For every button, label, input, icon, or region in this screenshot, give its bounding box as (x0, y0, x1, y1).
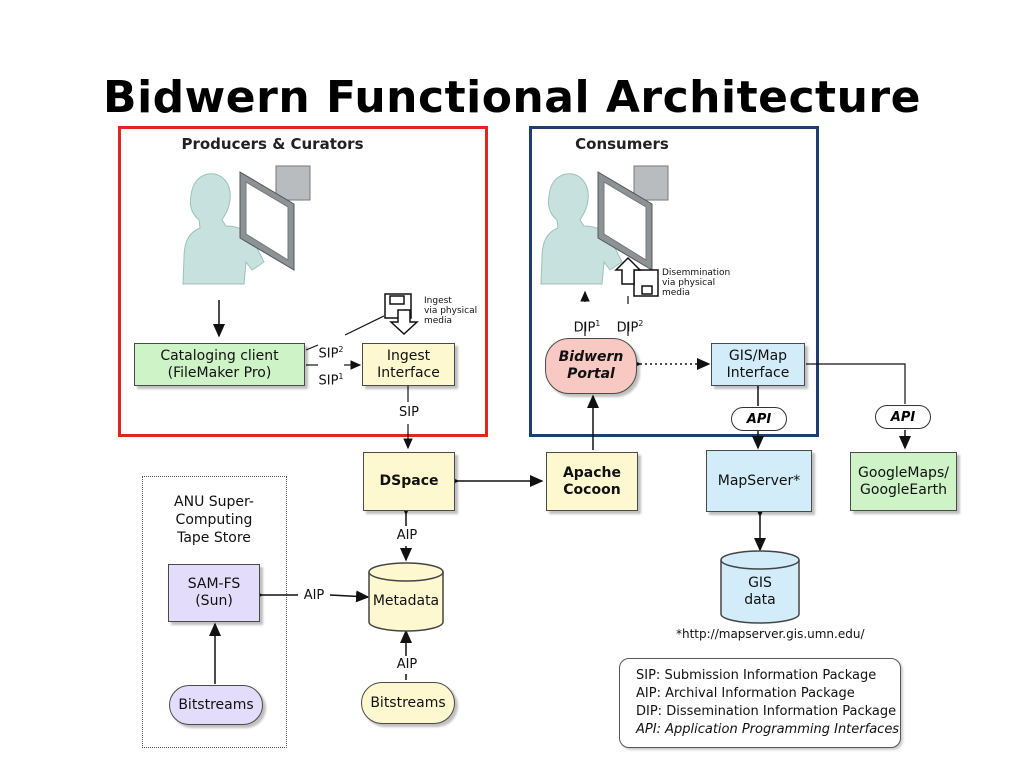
metadata-label: Metadata (372, 593, 440, 609)
consumer-monitor-icon (597, 165, 669, 271)
ingest-interface-node: Ingest Interface (362, 343, 455, 386)
dip1-label: DIP1 (571, 304, 603, 335)
sip1-text: SIP (318, 373, 339, 389)
dip1-superscript: 1 (595, 319, 601, 328)
api-google-badge: API (875, 405, 931, 429)
floppy-upload-icon (614, 256, 659, 297)
sip1-label: SIP1 (317, 357, 345, 388)
legend-line-api: API: Application Programming Interfaces (636, 722, 900, 737)
gis-data-label: GIS data (744, 575, 776, 608)
googlemaps-node: GoogleMaps/ GoogleEarth (850, 452, 957, 511)
page-title: Bidwern Functional Architecture (103, 72, 921, 123)
metadata-cylinder-shape (368, 562, 444, 632)
consumer-person-icon (540, 173, 623, 285)
api-consumers-badge: API (731, 407, 787, 431)
aip-samfs-label: AIP (303, 588, 325, 603)
dspace-node: DSpace (363, 452, 455, 511)
dip2-superscript: 2 (638, 319, 644, 328)
ingest-physical-media-label: Ingest via physical media (424, 296, 478, 326)
sip-label: SIP (399, 405, 419, 420)
producers-heading: Producers & Curators (181, 135, 364, 153)
apache-cocoon-node: Apache Cocoon (546, 452, 638, 511)
legend-line-dip: DIP: Dissemination Information Package (636, 704, 897, 719)
floppy-download-icon (384, 293, 419, 336)
mapserver-node: MapServer* (706, 450, 812, 512)
sip2-superscript: 2 (338, 345, 344, 354)
gis-map-interface-node: GIS/Map Interface (711, 343, 805, 386)
dip1-text: DIP (573, 320, 596, 336)
legend-line-sip: SIP: Submission Information Package (636, 668, 877, 683)
acronym-legend: SIP: Submission Information Package AIP:… (619, 658, 901, 748)
producer-person-icon (182, 173, 265, 285)
producers-region (118, 126, 488, 437)
consumers-region (529, 126, 819, 437)
consumers-heading: Consumers (575, 135, 669, 153)
legend-line-aip: AIP: Archival Information Package (636, 686, 855, 701)
sip1-superscript: 1 (338, 372, 344, 381)
cataloging-client-node: Cataloging client (FileMaker Pro) (134, 343, 305, 386)
dissemination-physical-media-label: Disemmination via physical media (662, 268, 731, 298)
gis-data-cylinder-shape (720, 550, 800, 624)
aip-bitstreams-label: AIP (396, 657, 418, 672)
anu-region (142, 476, 287, 748)
mapserver-footnote: *http://mapserver.gis.umn.edu/ (676, 627, 865, 641)
aip-dspace-label: AIP (396, 528, 418, 543)
sam-fs-node: SAM-FS (Sun) (168, 564, 260, 622)
bitstreams-left-node: Bitstreams (169, 685, 263, 725)
bitstreams-center-node: Bitstreams (361, 682, 455, 724)
bidwern-portal-node: Bidwern Portal (545, 338, 637, 394)
sip2-text: SIP (318, 346, 339, 362)
anu-heading: ANU Super- Computing Tape Store (174, 494, 254, 546)
dip2-text: DIP (616, 320, 639, 336)
producer-monitor-icon (239, 165, 311, 271)
sip2-label: SIP2 (317, 330, 345, 361)
dip2-label: DIP2 (614, 304, 646, 335)
